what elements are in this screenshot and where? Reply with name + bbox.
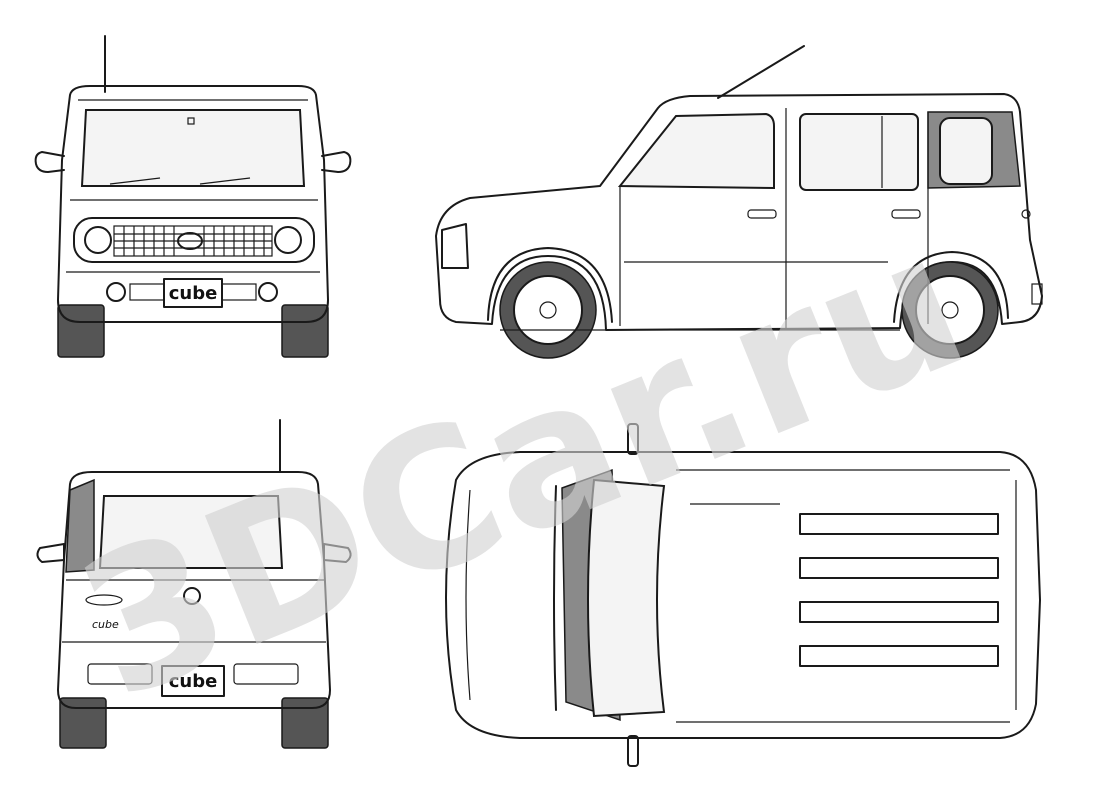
side-rear-door-handle	[891, 209, 921, 219]
side-antenna	[717, 45, 805, 99]
front-right-headlight	[274, 226, 302, 254]
top-roof-rib-2	[799, 557, 999, 579]
side-front-hub	[539, 301, 557, 319]
front-fascia	[73, 217, 315, 263]
rear-badge-text: cube	[92, 618, 119, 631]
front-wiper-left	[109, 177, 161, 185]
front-license-plate	[163, 278, 223, 308]
front-right-intake	[221, 283, 257, 301]
side-front-door-handle	[747, 209, 777, 219]
side-tail-lamp	[1031, 283, 1043, 305]
front-sensor	[187, 117, 195, 125]
front-left-mirror	[34, 151, 65, 173]
front-left-intake	[129, 283, 165, 301]
rear-left-pillar	[65, 478, 95, 573]
side-rear-quarter-window	[939, 117, 993, 185]
top-roof-rib-1	[799, 513, 999, 535]
top-roof-rib-3	[799, 601, 999, 623]
front-right-tire	[281, 304, 329, 358]
front-right-mirror	[321, 151, 352, 173]
front-left-tire	[57, 304, 105, 358]
front-right-foglight	[258, 282, 278, 302]
front-windshield	[80, 109, 306, 187]
side-rear-wheel	[915, 275, 985, 345]
side-body	[435, 93, 1043, 331]
rear-window	[98, 495, 284, 569]
rear-handle	[85, 594, 123, 606]
rear-plate-text: cube	[169, 671, 218, 692]
rear-right-tire	[281, 697, 329, 749]
front-grille-mesh	[114, 226, 272, 256]
rear-body	[57, 471, 331, 709]
side-front-window	[617, 112, 775, 190]
side-door-seams	[619, 108, 929, 328]
side-view	[435, 45, 1043, 359]
rear-left-lamp	[87, 663, 153, 685]
rear-right-lamp	[233, 663, 299, 685]
rear-left-mirror	[36, 543, 65, 563]
rear-emblem	[183, 587, 201, 605]
rear-right-mirror	[323, 543, 352, 563]
front-wiper-right	[199, 177, 251, 185]
front-plate-text: cube	[169, 283, 218, 304]
side-headlight	[441, 223, 469, 269]
side-front-wheel	[513, 275, 583, 345]
side-rear-door-window	[799, 113, 919, 191]
top-hood-line	[465, 489, 471, 701]
top-windshield	[587, 478, 666, 718]
front-left-headlight	[84, 226, 112, 254]
front-view: cube	[34, 35, 352, 358]
side-fuel-cap	[1021, 209, 1031, 219]
top-cowl-line	[553, 485, 557, 711]
top-roof-edges	[676, 469, 1010, 723]
front-left-foglight	[106, 282, 126, 302]
side-front-arch	[487, 247, 613, 323]
rear-left-tire	[59, 697, 107, 749]
side-rear-hub	[941, 301, 959, 319]
rear-view: cube cube	[36, 419, 352, 749]
top-view	[445, 423, 1041, 767]
front-emblem	[177, 232, 203, 250]
side-rear-arch	[893, 251, 1009, 323]
top-roof-rib-4	[799, 645, 999, 667]
rear-license-plate	[161, 665, 225, 697]
front-body	[57, 85, 329, 323]
top-body	[445, 451, 1041, 739]
top-right-mirror	[627, 735, 639, 767]
top-left-mirror	[627, 423, 639, 455]
